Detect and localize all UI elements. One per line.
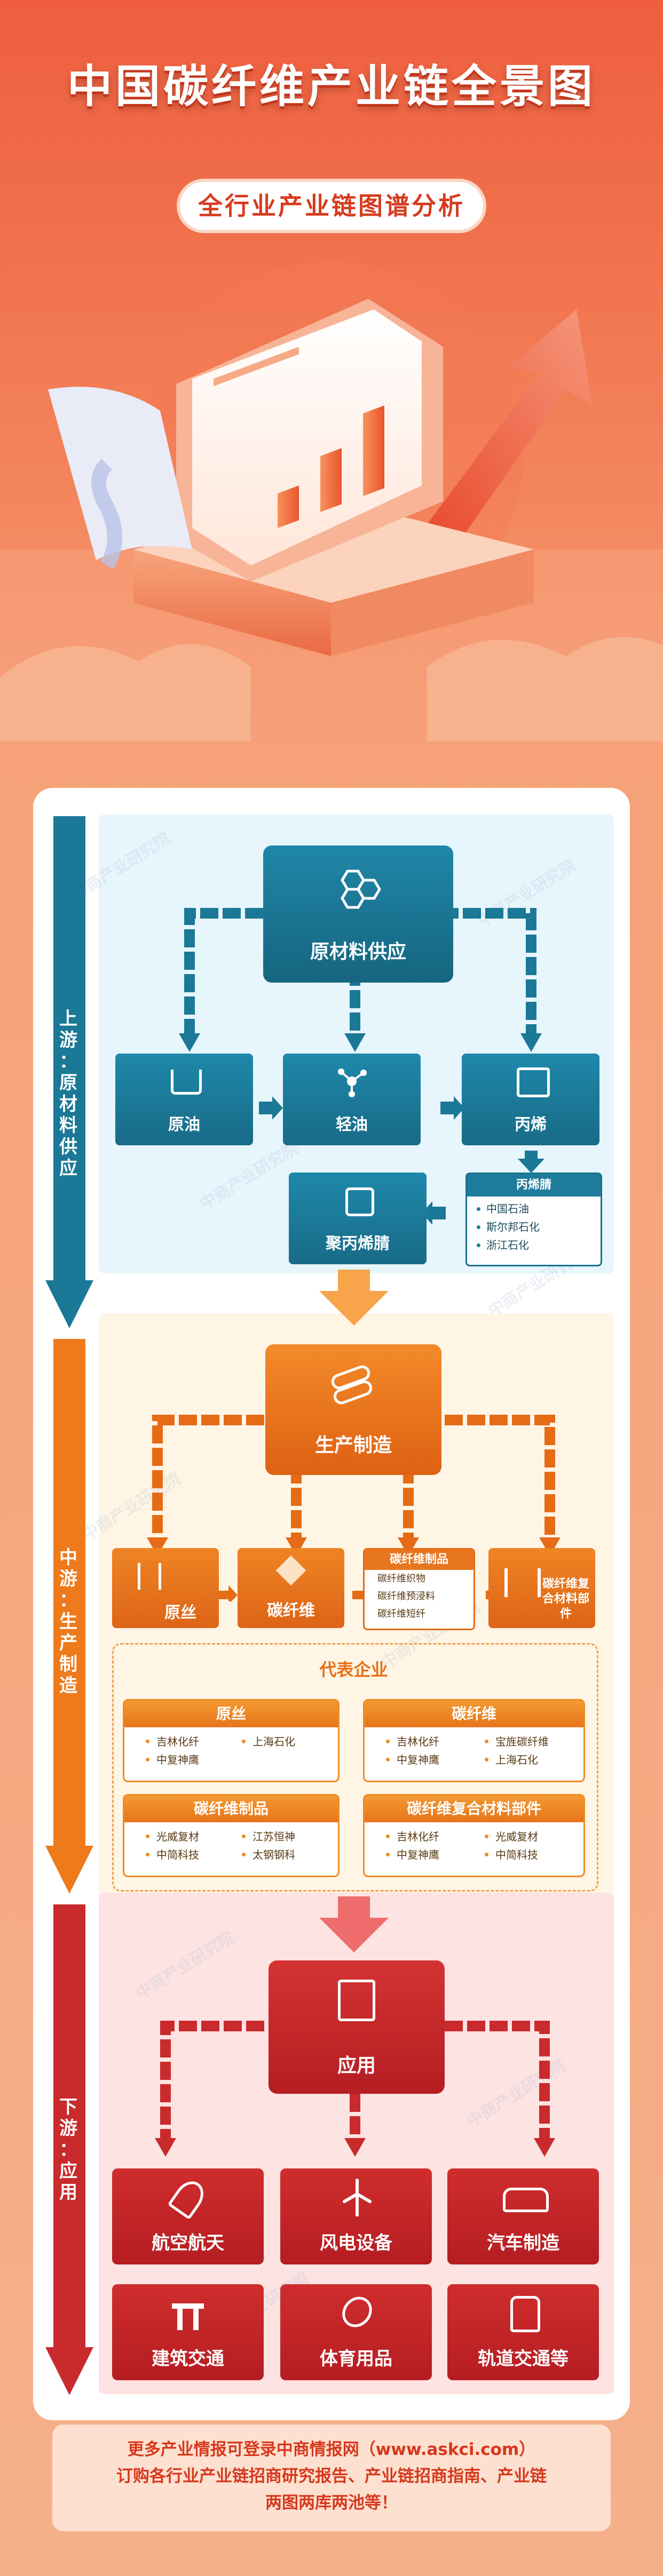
node-propylene: 丙烯: [462, 1054, 599, 1145]
node-precursor: 原丝: [112, 1548, 219, 1628]
transition-arrow: [319, 1896, 389, 1952]
hub-raw-materials-label: 原材料供应: [310, 941, 406, 963]
app-label: 风电设备: [320, 2232, 392, 2254]
node-precursor-label: 原丝: [164, 1604, 196, 1622]
company-group-title: 碳纤维制品: [124, 1796, 338, 1822]
racket-icon: [336, 2291, 378, 2333]
hub-manufacturing: 生产制造: [265, 1344, 441, 1475]
stage-arrows: [45, 816, 93, 2395]
node-carbon-fiber: 碳纤维: [238, 1548, 344, 1628]
footer-line: 更多产业情报可登录中商情报网（www.askci.com）: [127, 2440, 536, 2459]
supplier-item: 浙江石化: [467, 1236, 601, 1254]
app-label: 体育用品: [320, 2348, 392, 2370]
molecule-icon: [341, 870, 381, 909]
page-subtitle: 全行业产业链图谱分析: [177, 179, 486, 233]
node-propylene-label: 丙烯: [515, 1115, 547, 1134]
app-automotive: 汽车制造: [447, 2168, 599, 2264]
company-group-title: 碳纤维: [365, 1701, 583, 1727]
node-light-oil: 轻油: [283, 1054, 421, 1145]
company-group-composites: 碳纤维复合材料部件 吉林化纤 光威复材 中复神鹰 中简科技: [363, 1794, 585, 1877]
page-title: 中国碳纤维产业链全景图: [67, 60, 596, 113]
company-item: 太钢钢科: [242, 1846, 338, 1864]
node-polyacrylonitrile: 聚丙烯腈: [289, 1173, 427, 1264]
hero-illustration: [0, 261, 663, 741]
company-group-carbon-fiber: 碳纤维 吉林化纤 宝旌碳纤维 中复神鹰 上海石化: [363, 1699, 585, 1782]
fiber-rolls-icon: [331, 1365, 373, 1405]
app-label: 航空航天: [152, 2232, 224, 2254]
company-item: 上海石化: [242, 1733, 338, 1751]
spool-icon: [138, 1563, 161, 1590]
settings-document-icon: [338, 1980, 375, 2021]
company-item: 江苏恒神: [242, 1828, 338, 1846]
company-item: 吉林化纤: [386, 1733, 485, 1751]
app-construction-transport: 建筑交通: [112, 2284, 264, 2380]
company-item: 吉林化纤: [146, 1733, 242, 1751]
hub-application-label: 应用: [337, 2055, 376, 2077]
products-title: 碳纤维制品: [365, 1550, 473, 1570]
company-item: 上海石化: [485, 1751, 583, 1769]
company-item: 中复神鹰: [146, 1751, 242, 1769]
app-rail-transit: 轨道交通等: [447, 2284, 599, 2380]
acrylonitrile-title: 丙烯腈: [467, 1174, 601, 1197]
supplier-item: 中国石油: [467, 1200, 601, 1218]
medical-kit-icon: [517, 1067, 550, 1097]
company-item: 吉林化纤: [386, 1828, 485, 1846]
midstream-stage-label: 中游：生产制造: [59, 1547, 77, 1696]
company-item: 中复神鹰: [386, 1846, 485, 1864]
footer-line: 订购各行业产业链招商研究报告、产业链招商指南、产业链: [116, 2467, 547, 2486]
molecule-small-icon: [338, 1068, 367, 1097]
company-item: 中复神鹰: [386, 1751, 485, 1769]
node-polyacrylonitrile-label: 聚丙烯腈: [326, 1234, 390, 1253]
carbon-fiber-products: 碳纤维制品 碳纤维织物 碳纤维预浸料 碳纤维短纤: [363, 1548, 475, 1630]
node-composite-parts: 碳纤维复合材料部件: [488, 1548, 595, 1628]
panel-icon: [504, 1568, 541, 1597]
company-item: 中简科技: [146, 1846, 242, 1864]
midstream-connectors: [147, 1415, 561, 1601]
rocket-icon: [167, 2175, 210, 2220]
cube-icon: [275, 1555, 306, 1586]
transition-arrow: [319, 1270, 389, 1326]
hub-raw-materials: 原材料供应: [263, 846, 453, 983]
app-wind-power: 风电设备: [280, 2168, 432, 2264]
node-crude-oil-label: 原油: [168, 1115, 200, 1134]
node-composite-parts-label: 碳纤维复合材料部件: [542, 1577, 589, 1621]
footer-line: 两图两库两池等！: [265, 2493, 398, 2513]
wind-turbine-icon: [343, 2179, 372, 2216]
upstream-stage-label: 上游：原材料供应: [59, 1008, 77, 1179]
footer-note: 更多产业情报可登录中商情报网（www.askci.com） 订购各行业产业链招商…: [52, 2425, 611, 2531]
app-sports-goods: 体育用品: [280, 2284, 432, 2380]
company-group-precursor: 原丝 吉林化纤 上海石化 中复神鹰: [123, 1699, 340, 1782]
upstream-connectors: [179, 908, 544, 1225]
node-light-oil-label: 轻油: [336, 1115, 368, 1134]
train-icon: [510, 2296, 540, 2332]
supplier-item: 斯尔邦石化: [467, 1218, 601, 1236]
node-crude-oil: 原油: [115, 1054, 253, 1145]
app-label: 轨道交通等: [478, 2348, 569, 2370]
car-icon: [503, 2188, 549, 2212]
oil-drum-icon: [171, 1070, 202, 1095]
hub-application: 应用: [269, 1960, 445, 2094]
company-item: 中简科技: [485, 1846, 583, 1864]
bridge-icon: [172, 2298, 204, 2330]
company-group-title: 原丝: [124, 1701, 338, 1727]
companies-panel: [112, 1643, 598, 1892]
company-item: 光威复材: [146, 1828, 242, 1846]
product-item: 碳纤维织物: [377, 1573, 425, 1584]
product-item: 碳纤维短纤: [377, 1608, 425, 1620]
company-group-title: 碳纤维复合材料部件: [365, 1796, 583, 1822]
acrylonitrile-suppliers: 丙烯腈 中国石油 斯尔邦石化 浙江石化: [465, 1173, 602, 1266]
package-icon: [345, 1187, 374, 1216]
app-aerospace: 航空航天: [112, 2168, 264, 2264]
company-group-products: 碳纤维制品 光威复材 江苏恒神 中简科技 太钢钢科: [123, 1794, 340, 1877]
hub-manufacturing-label: 生产制造: [314, 1434, 392, 1456]
node-carbon-fiber-label: 碳纤维: [267, 1601, 315, 1620]
app-label: 汽车制造: [487, 2232, 559, 2254]
company-item: 宝旌碳纤维: [485, 1733, 583, 1751]
downstream-stage-label: 下游：应用: [59, 2096, 77, 2203]
app-label: 建筑交通: [152, 2348, 224, 2370]
company-item: 光威复材: [485, 1828, 583, 1846]
companies-title: 代表企业: [319, 1660, 388, 1680]
product-item: 碳纤维预浸料: [377, 1591, 435, 1602]
